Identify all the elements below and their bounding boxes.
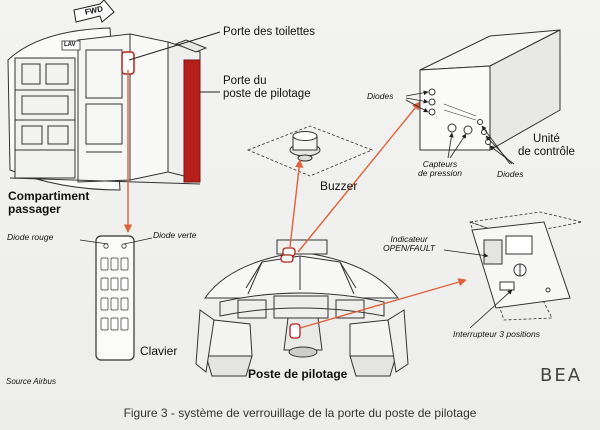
control-unit-diodes-right-label: Diodes <box>497 169 524 179</box>
keypad-label: Clavier <box>140 344 178 358</box>
control-unit-line2: de contrôle <box>518 145 575 158</box>
pressure-sensors-label: Capteurs de pression <box>418 159 462 179</box>
keypad-key <box>110 297 119 311</box>
source-label: Source Airbus <box>6 377 56 386</box>
open-fault-line1: Indicateur <box>390 234 428 244</box>
keypad-key <box>120 277 129 291</box>
fwd-arrow-icon <box>73 0 115 23</box>
keypad-key <box>100 277 109 291</box>
pressure-sensors-line2: de pression <box>418 168 462 179</box>
cockpit-door-label: Porte du poste de pilotage <box>223 75 311 100</box>
keypad-key <box>120 317 129 331</box>
keypad-key <box>110 317 119 331</box>
toilet-door-label: Porte des toilettes <box>223 26 316 38</box>
three-position-switch-label: Interrupteur 3 positions <box>453 329 540 339</box>
bea-logo: BEA <box>540 365 583 386</box>
buzzer-label: Buzzer <box>320 179 358 193</box>
control-unit-label: Unité de contrôle <box>518 133 575 158</box>
cockpit-to-panel-arrow <box>299 278 467 329</box>
cockpit-door-lock-diagram <box>7 0 583 377</box>
cockpit-door-label-line1: Porte du <box>223 75 267 87</box>
red-diode-label: Diode rouge <box>7 232 54 242</box>
lav-sign <box>61 40 81 51</box>
control-unit-leaders <box>405 90 515 165</box>
control-panel-location-marker <box>289 323 301 339</box>
red-diode <box>103 243 109 249</box>
keypad-illustration <box>95 235 135 361</box>
passenger-compartment-line1: Compartiment <box>8 189 90 203</box>
cockpit-door-label-line2: poste de pilotage <box>223 87 311 100</box>
green-diode-leader <box>123 237 153 245</box>
cockpit-illustration <box>195 239 409 377</box>
buzzer-illustration <box>246 125 374 177</box>
cockpit-to-buzzer-arrow <box>289 159 304 248</box>
cockpit-label: Poste de pilotage <box>248 367 348 381</box>
control-unit-illustration <box>419 29 561 151</box>
pressure-sensors-line1: Capteurs <box>422 159 458 169</box>
keypad-key <box>120 257 129 271</box>
keypad-key <box>110 277 119 291</box>
red-diode-leader <box>79 239 109 245</box>
keypad-key <box>100 297 109 311</box>
keypad-key <box>120 297 129 311</box>
passenger-compartment-illustration <box>7 27 208 191</box>
door-panel-leaders <box>443 249 513 329</box>
control-unit-line1: Unité <box>533 133 560 145</box>
lav-label: LAV <box>64 42 76 48</box>
control-unit-diodes-left-label: Diodes <box>367 91 394 101</box>
open-fault-indicator-label: Indicateur OPEN/FAULT <box>383 234 436 254</box>
door-control-panel-illustration <box>469 211 583 321</box>
passenger-compartment-label: Compartiment passager <box>8 189 90 217</box>
toilet-door-leader <box>128 31 221 61</box>
cockpit-to-control-unit-arrow <box>297 101 421 253</box>
keypad-key <box>110 257 119 271</box>
open-fault-line2: OPEN/FAULT <box>383 243 436 254</box>
figure-caption: Figure 3 - système de verrouillage de la… <box>123 406 477 420</box>
green-diode-label: Diode verte <box>153 230 197 240</box>
keypad-key <box>100 257 109 271</box>
keypad-key <box>100 317 109 331</box>
passenger-compartment-line2: passager <box>8 202 61 217</box>
green-diode <box>121 243 127 249</box>
